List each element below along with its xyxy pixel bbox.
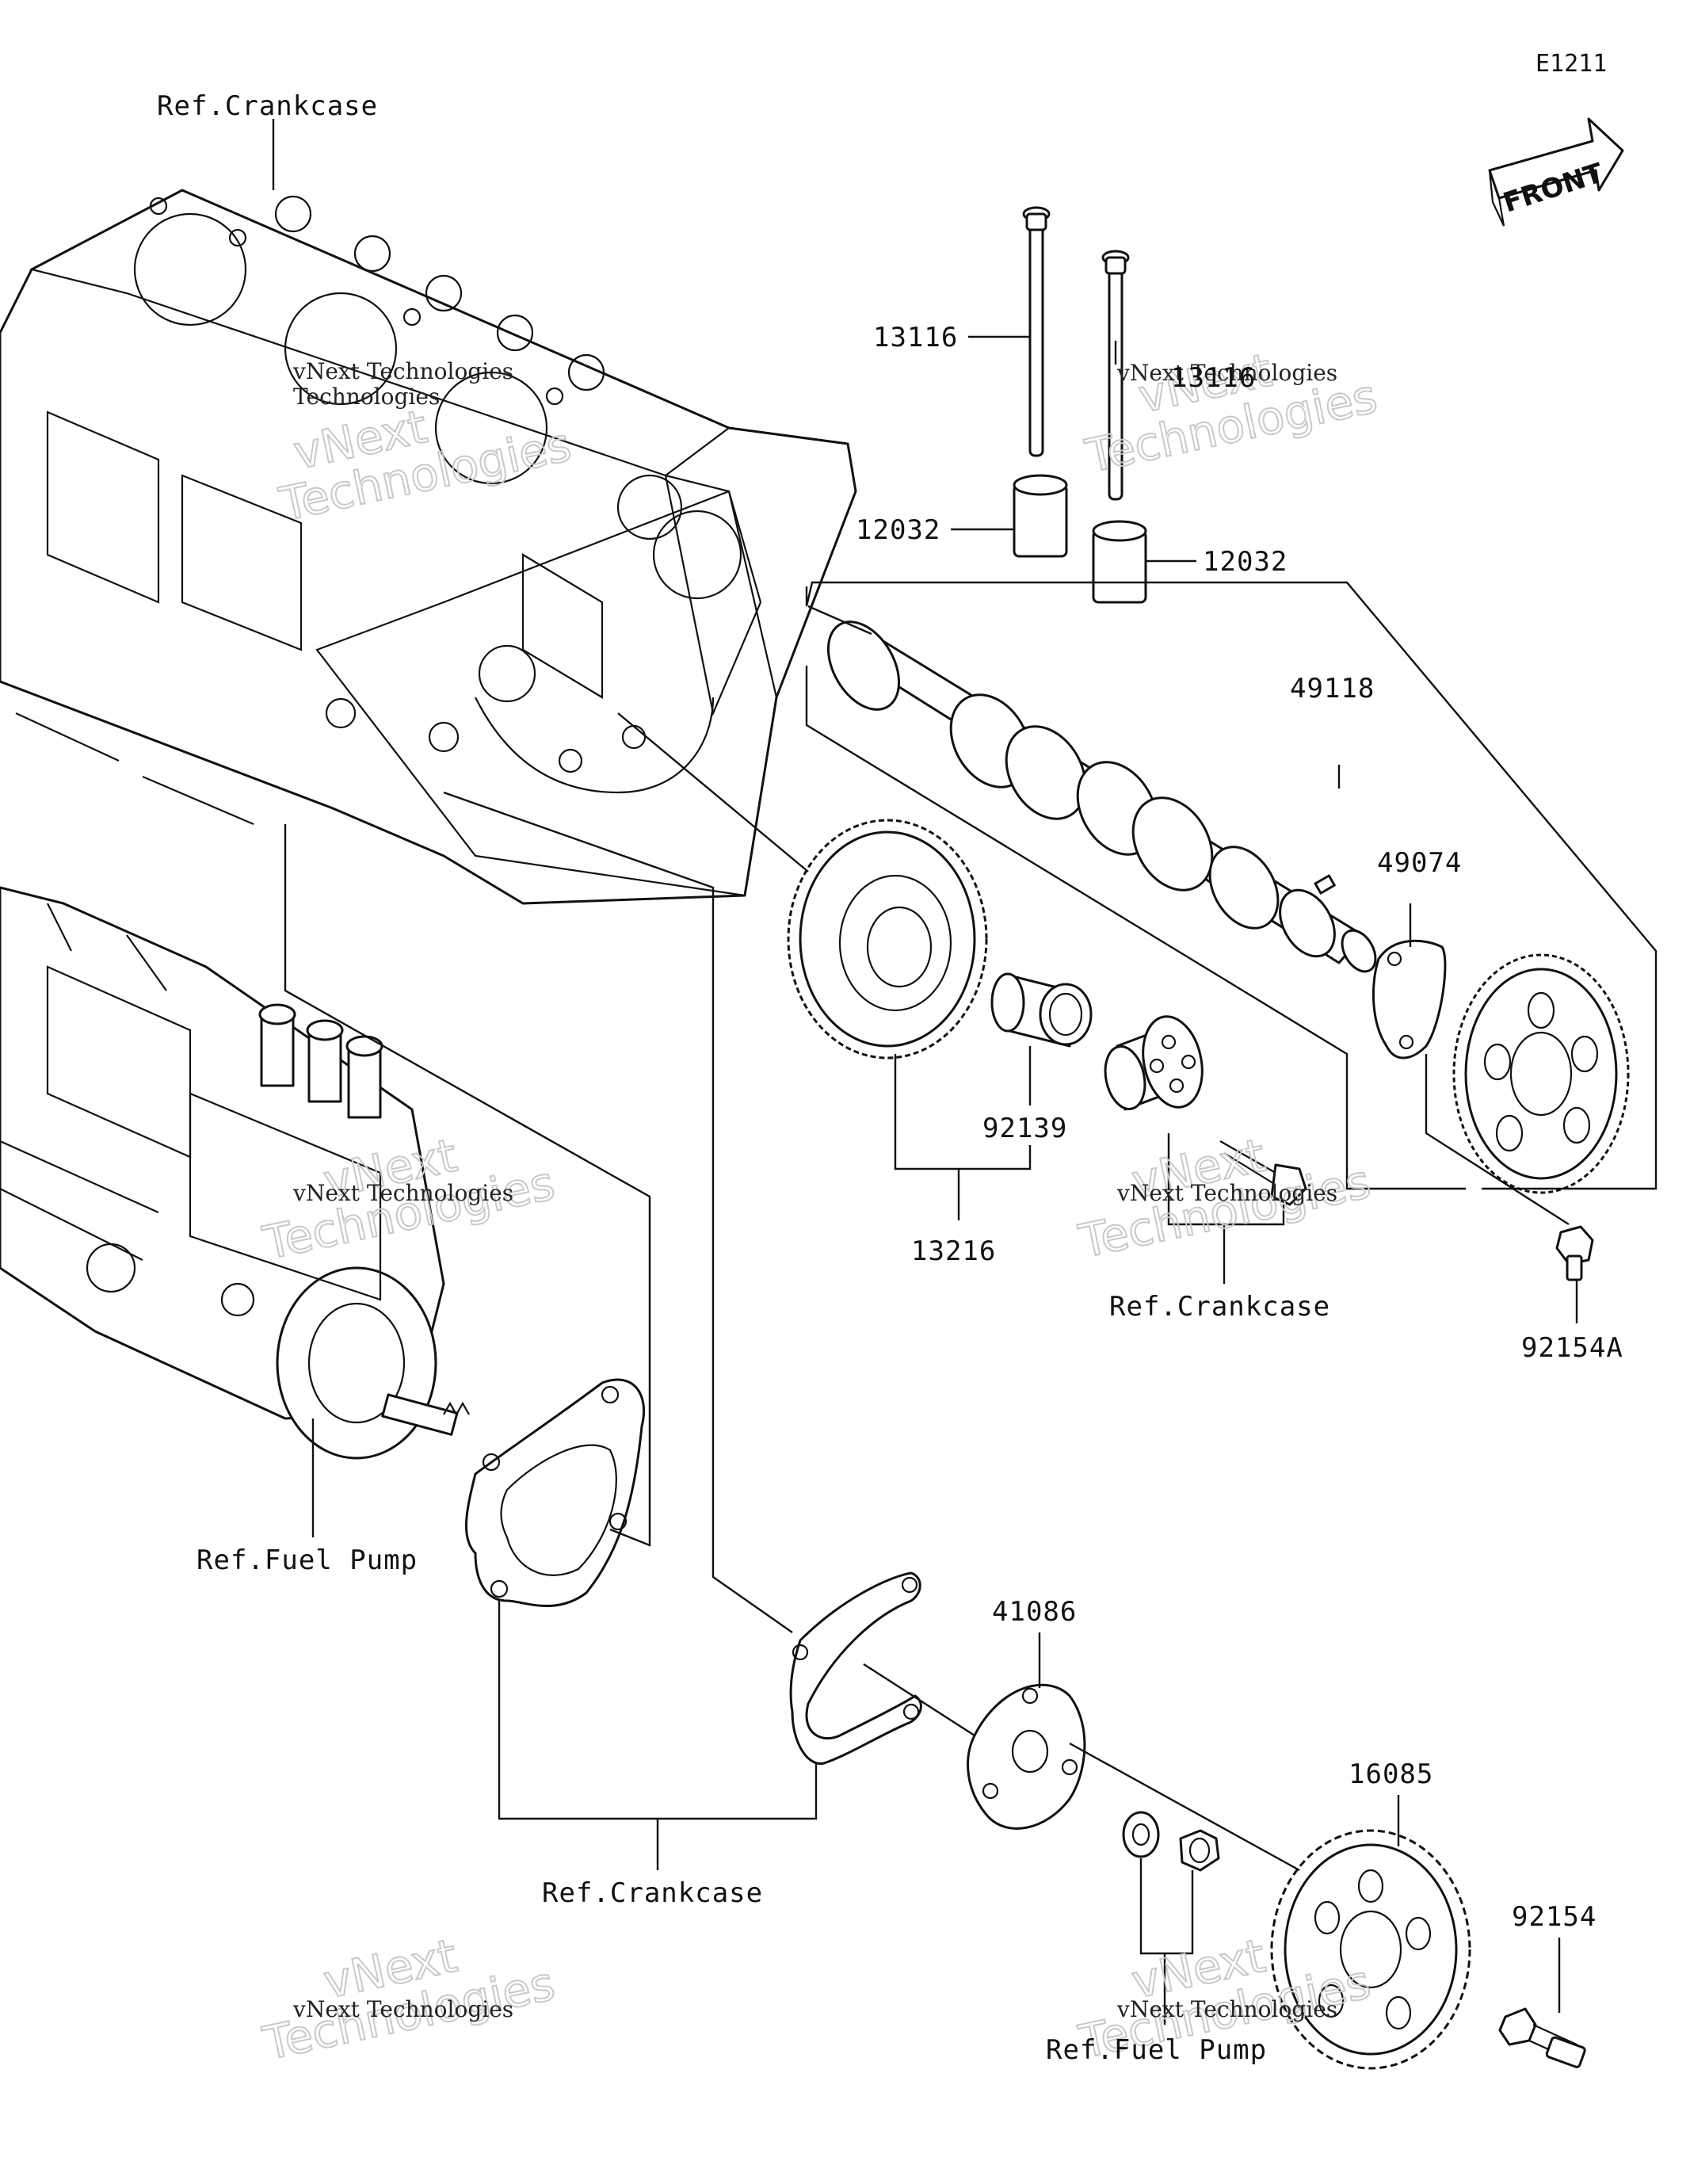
watermark-small-2: vNext Technologies xyxy=(1116,360,1337,386)
bolt-idle-shaft xyxy=(1219,1140,1307,1206)
label-12032-a: 12032 xyxy=(856,514,940,546)
label-49118: 49118 xyxy=(1290,673,1375,704)
diagram-code: E1211 xyxy=(1535,50,1607,78)
fuel-pump-gasket xyxy=(465,1378,646,1607)
label-13116-a: 13116 xyxy=(873,322,958,353)
label-ref-fuel-pump-bottom: Ref.Fuel Pump xyxy=(1046,2034,1267,2066)
crankcase-illustration xyxy=(0,189,857,905)
fuel-pump-illustration xyxy=(0,886,470,1460)
watermark-small-6: vNext Technologies xyxy=(1116,1996,1337,2022)
thrust-plate xyxy=(1372,939,1447,1060)
front-arrow-icon: FRONT xyxy=(1488,117,1624,227)
pump-gear xyxy=(1270,1829,1471,2070)
label-ref-crankcase-top: Ref.Crankcase xyxy=(157,90,378,122)
watermark-small-3: vNext Technologies xyxy=(292,1180,513,1206)
label-ref-crankcase-bottom: Ref.Crankcase xyxy=(542,1877,763,1909)
watermark-small-1b: Technologies xyxy=(293,384,440,410)
bushing xyxy=(990,972,1093,1048)
tappet-b xyxy=(1092,520,1147,604)
label-16085: 16085 xyxy=(1349,1758,1433,1790)
label-92154A: 92154A xyxy=(1521,1332,1623,1364)
crankcase-gasket xyxy=(789,1571,922,1765)
push-rod-a xyxy=(1022,206,1051,457)
lock-washer xyxy=(1122,1811,1160,1858)
tappet-a xyxy=(1013,474,1068,558)
cam-gear xyxy=(1452,953,1630,1194)
label-49074: 49074 xyxy=(1377,847,1462,879)
label-92154: 92154 xyxy=(1512,1901,1597,1933)
watermark-5: vNext Technologies xyxy=(258,1928,560,2071)
push-rod-b xyxy=(1101,250,1130,501)
leader-lines xyxy=(272,119,1658,2025)
bolt-92154A xyxy=(1555,1225,1594,1281)
label-92139: 92139 xyxy=(982,1113,1067,1144)
label-13216: 13216 xyxy=(911,1235,996,1267)
watermark-small-1: vNext Technologies xyxy=(292,358,513,384)
label-ref-fuel-pump-left: Ref.Fuel Pump xyxy=(196,1544,418,1576)
label-ref-crankcase-mid: Ref.Crankcase xyxy=(1109,1291,1330,1323)
label-12032-b: 12032 xyxy=(1203,546,1288,578)
nut xyxy=(1179,1829,1220,1872)
camshaft xyxy=(826,620,1377,973)
idle-shaft xyxy=(1104,1015,1204,1111)
watermark-small-4: vNext Technologies xyxy=(1116,1180,1337,1206)
label-41086: 41086 xyxy=(992,1596,1077,1628)
watermark-small-5: vNext Technologies xyxy=(292,1996,513,2022)
label-13116-b: 13116 xyxy=(1171,362,1256,394)
pump-flange xyxy=(967,1683,1086,1830)
bolt-92154 xyxy=(1498,2007,1586,2068)
idle-gear xyxy=(787,819,988,1060)
